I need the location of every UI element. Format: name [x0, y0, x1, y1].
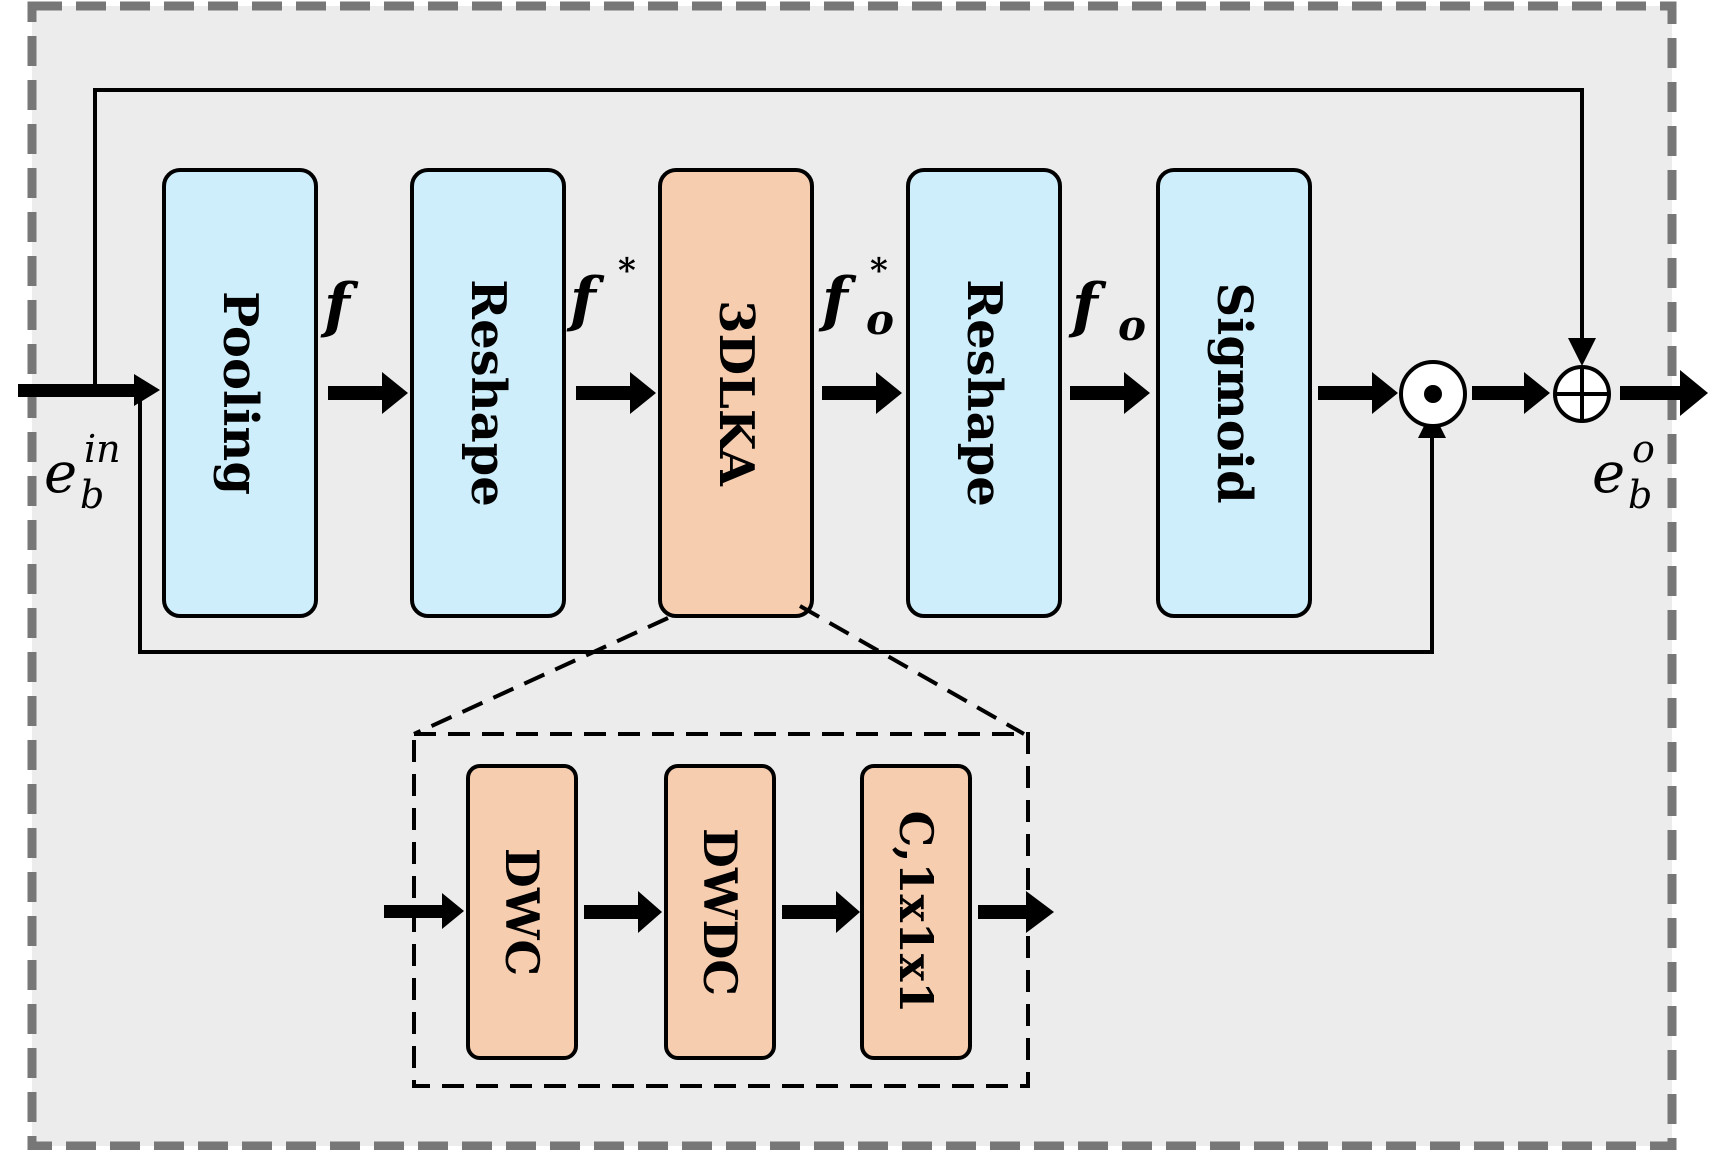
arrow-shaft [822, 386, 878, 400]
add-operator [1553, 365, 1611, 423]
multiply-operator [1399, 360, 1467, 428]
detail-block-dwc-box [466, 764, 578, 1060]
edge-label-f-o-star-sub: o [866, 295, 894, 344]
detail-block-dwdc-box [664, 764, 776, 1060]
detail-block-conv-box [860, 764, 972, 1060]
block-pooling: Pooling [162, 168, 318, 618]
detail-block-conv: C,1x1x1 [860, 764, 972, 1060]
detail-block-dwdc: DWDC [664, 764, 776, 1060]
block-sigmoid: Sigmoid [1156, 168, 1312, 618]
block-pooling-box [162, 168, 318, 618]
outer-dashed-frame [27, 1, 1677, 1151]
block-3dlka-label: 3DLKA [708, 300, 764, 487]
block-3dlka-box [658, 168, 814, 618]
block-reshape-2-label: Reshape [956, 279, 1012, 507]
block-pooling-label: Pooling [212, 291, 268, 495]
multiply-dot-icon [1424, 385, 1442, 403]
input-arrow-head-icon [134, 374, 160, 406]
arrow-shaft [584, 905, 640, 919]
block-reshape-1: Reshape [410, 168, 566, 618]
arrow-head-icon [1524, 372, 1550, 414]
output-arrow-head-icon [1680, 370, 1708, 416]
output-label-sup: o [1632, 427, 1655, 471]
arrow-head-icon [836, 891, 860, 933]
output-arrow-shaft [1620, 386, 1682, 400]
block-reshape-2-box [906, 168, 1062, 618]
output-label-sub: b [1628, 473, 1652, 517]
edge-label-f-o-star-sup: * [870, 251, 888, 291]
block-reshape-2: Reshape [906, 168, 1062, 618]
arrow-shaft [1070, 386, 1126, 400]
skip-arrowhead-icon [1568, 338, 1596, 366]
zoom-line-right [799, 604, 1025, 736]
output-label: e o b [1592, 427, 1655, 517]
block-reshape-1-label: Reshape [460, 279, 516, 507]
edge-label-f-o-sub: o [1118, 301, 1146, 350]
input-label-sub: b [80, 473, 104, 517]
arrow-head-icon [876, 372, 902, 414]
block-sigmoid-box [1156, 168, 1312, 618]
detail-input-arrow-head-icon [442, 893, 464, 929]
input-label-base: e [44, 441, 77, 506]
arrow-head-icon [630, 372, 656, 414]
arrow-shaft [1318, 386, 1374, 400]
detail-block-dwc: DWC [466, 764, 578, 1060]
detail-block-dwdc-label: DWDC [693, 828, 747, 996]
arrow-head-icon [1124, 372, 1150, 414]
arrow-shaft [1472, 386, 1526, 400]
block-3dlka: 3DLKA [658, 168, 814, 618]
arrow-shaft [328, 386, 384, 400]
bottom-connection-line [138, 388, 1434, 654]
detail-output-arrow-shaft [978, 905, 1028, 919]
detail-input-arrow-shaft [384, 905, 446, 918]
input-label: e in b [44, 427, 121, 517]
arrow-head-icon [638, 891, 662, 933]
arrow-shaft [576, 386, 632, 400]
detail-arrows [384, 891, 1054, 933]
skip-connection-line [93, 88, 1584, 388]
input-label-sup: in [84, 427, 121, 471]
detail-block-dwc-label: DWC [495, 848, 549, 976]
arrow-head-icon [1372, 372, 1398, 414]
block-sigmoid-label: Sigmoid [1206, 282, 1262, 503]
arrow-head-icon [382, 372, 408, 414]
block-arrows [328, 370, 1708, 416]
zoom-line-left [413, 616, 669, 736]
detail-block-conv-label: C,1x1x1 [889, 811, 943, 1014]
detail-output-arrow-head-icon [1026, 891, 1054, 933]
edge-label-f-star-sup: * [618, 251, 636, 291]
block-reshape-1-box [410, 168, 566, 618]
output-label-base: e [1592, 441, 1625, 506]
arrow-shaft [782, 905, 838, 919]
input-arrow-shaft [18, 384, 136, 397]
